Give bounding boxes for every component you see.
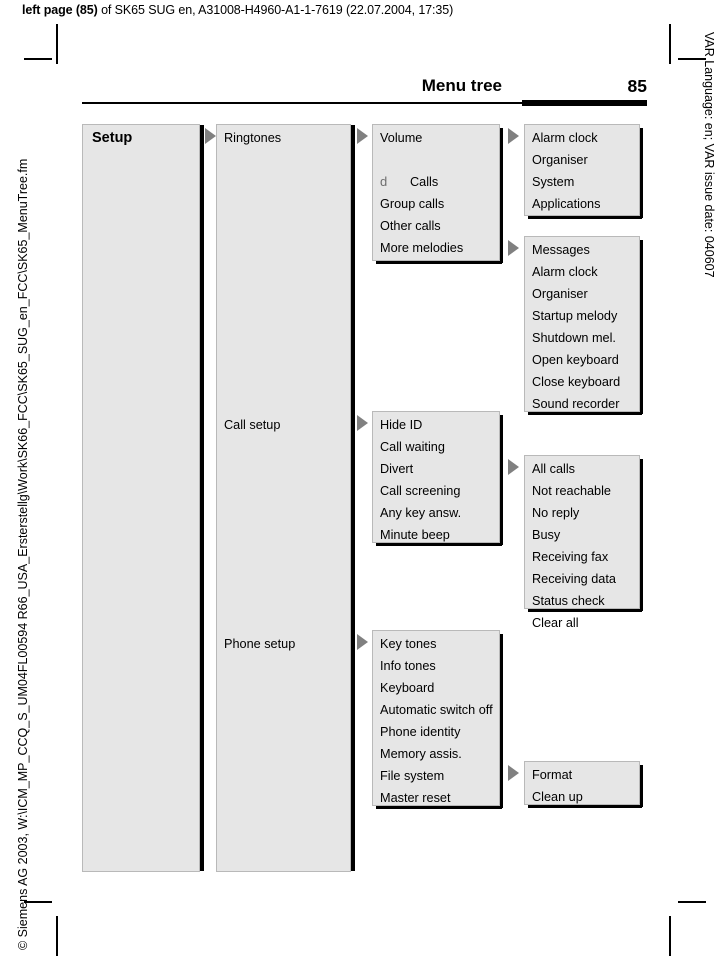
- level3-item-any-key-answ[interactable]: Any key answ.: [380, 506, 462, 520]
- print-job-page-label: left page (85): [22, 3, 98, 17]
- level4-item-clean-up[interactable]: Clean up: [532, 790, 583, 804]
- level4-item-alarm-clock[interactable]: Alarm clock: [532, 131, 598, 145]
- level4-item-not-reachable[interactable]: Not reachable: [532, 484, 611, 498]
- level3-box-ringtones[interactable]: Volume d Calls Group calls Other calls Mo…: [372, 124, 503, 264]
- level2-column[interactable]: Ringtones Call setup Phone setup: [216, 124, 355, 872]
- crop-mark-top-left-v: [56, 24, 58, 64]
- arrow-ringtones-to-volume: [357, 128, 368, 144]
- crop-mark-bottom-left-v: [56, 916, 58, 956]
- level4-item-alarm-clock-2[interactable]: Alarm clock: [532, 265, 598, 279]
- level3-item-call-waiting[interactable]: Call waiting: [380, 440, 445, 454]
- level2-item-call-setup[interactable]: Call setup: [224, 418, 281, 432]
- arrow-setup-to-ringtones: [205, 128, 216, 144]
- level4-item-no-reply[interactable]: No reply: [532, 506, 580, 520]
- crop-mark-bottom-right-v: [669, 916, 671, 956]
- level4-item-receiving-data[interactable]: Receiving data: [532, 572, 616, 586]
- level3-item-minute-beep[interactable]: Minute beep: [380, 528, 450, 542]
- crop-mark-top-left-h: [24, 58, 52, 60]
- level3-item-automatic-switch-off[interactable]: Automatic switch off: [380, 703, 493, 717]
- level1-column-setup[interactable]: Setup: [82, 124, 204, 872]
- level4-box-volume[interactable]: Alarm clock Organiser System Application…: [524, 124, 643, 219]
- page-header: Menu tree 85: [82, 76, 647, 106]
- level3-item-phone-identity[interactable]: Phone identity: [380, 725, 461, 739]
- level4-box-more-melodies[interactable]: Messages Alarm clock Organiser Startup m…: [524, 236, 643, 415]
- level3-item-calls-label: Calls: [410, 175, 439, 189]
- print-job-details: of SK65 SUG en, A31008-H4960-A1-1-7619 (…: [97, 3, 454, 17]
- level4-item-close-keyboard[interactable]: Close keyboard: [532, 375, 621, 389]
- level3-box-phone-setup[interactable]: Key tones Info tones Keyboard Automatic …: [372, 630, 503, 809]
- level4-item-clear-all[interactable]: Clear all: [532, 616, 579, 630]
- level4-item-system[interactable]: System: [532, 175, 575, 189]
- arrow-file-system-to-format: [508, 765, 519, 781]
- level4-item-organiser[interactable]: Organiser: [532, 153, 588, 167]
- level4-item-receiving-fax[interactable]: Receiving fax: [532, 550, 609, 564]
- level4-item-messages[interactable]: Messages: [532, 243, 590, 257]
- crop-mark-top-right-h: [678, 58, 706, 60]
- level4-item-shutdown-mel[interactable]: Shutdown mel.: [532, 331, 616, 345]
- level3-item-more-melodies[interactable]: More melodies: [380, 241, 464, 255]
- level3-item-other-calls[interactable]: Other calls: [380, 219, 441, 233]
- arrow-phone-setup-to-key-tones: [357, 634, 368, 650]
- crop-mark-bottom-left-h: [24, 901, 52, 903]
- level4-item-status-check[interactable]: Status check: [532, 594, 605, 608]
- level2-item-ringtones[interactable]: Ringtones: [224, 131, 282, 145]
- header-black-bar: [522, 100, 647, 106]
- crop-mark-top-right-v: [669, 24, 671, 64]
- level4-item-applications[interactable]: Applications: [532, 197, 601, 211]
- page-number: 85: [627, 76, 647, 96]
- arrow-call-setup-to-hide-id: [357, 415, 368, 431]
- level4-item-busy[interactable]: Busy: [532, 528, 561, 542]
- print-job-line: left page (85) of SK65 SUG en, A31008-H4…: [22, 3, 453, 17]
- level4-box-file-system[interactable]: Format Clean up: [524, 761, 643, 808]
- calls-symbol-icon: d: [380, 174, 388, 189]
- level4-item-sound-recorder[interactable]: Sound recorder: [532, 397, 620, 411]
- level3-item-memory-assis[interactable]: Memory assis.: [380, 747, 462, 761]
- level2-item-phone-setup[interactable]: Phone setup: [224, 637, 296, 651]
- level3-box-call-setup[interactable]: Hide ID Call waiting Divert Call screeni…: [372, 411, 503, 546]
- level3-item-file-system[interactable]: File system: [380, 769, 445, 783]
- header-rule: [82, 102, 522, 104]
- page-title: Menu tree: [421, 76, 502, 95]
- level3-item-group-calls[interactable]: Group calls: [380, 197, 445, 211]
- level3-item-calls[interactable]: d Calls: [380, 174, 439, 190]
- level3-item-master-reset[interactable]: Master reset: [380, 791, 451, 805]
- level4-box-divert[interactable]: All calls Not reachable No reply Busy Re…: [524, 455, 643, 630]
- level3-item-info-tones[interactable]: Info tones: [380, 659, 436, 673]
- arrow-volume-to-alarm-clock: [508, 128, 519, 144]
- level3-item-hide-id[interactable]: Hide ID: [380, 418, 423, 432]
- level3-item-keyboard[interactable]: Keyboard: [380, 681, 435, 695]
- level3-item-key-tones[interactable]: Key tones: [380, 637, 437, 651]
- level3-item-divert[interactable]: Divert: [380, 462, 414, 476]
- level3-item-volume[interactable]: Volume: [380, 131, 423, 145]
- arrow-divert-to-all-calls: [508, 459, 519, 475]
- level1-label-setup: Setup: [92, 130, 133, 146]
- level4-item-startup-melody[interactable]: Startup melody: [532, 309, 618, 323]
- level4-item-open-keyboard[interactable]: Open keyboard: [532, 353, 619, 367]
- level4-item-format[interactable]: Format: [532, 768, 573, 782]
- level4-item-all-calls[interactable]: All calls: [532, 462, 576, 476]
- arrow-more-melodies-to-messages: [508, 240, 519, 256]
- level4-item-organiser-2[interactable]: Organiser: [532, 287, 588, 301]
- level3-item-call-screening[interactable]: Call screening: [380, 484, 461, 498]
- crop-mark-bottom-right-h: [678, 901, 706, 903]
